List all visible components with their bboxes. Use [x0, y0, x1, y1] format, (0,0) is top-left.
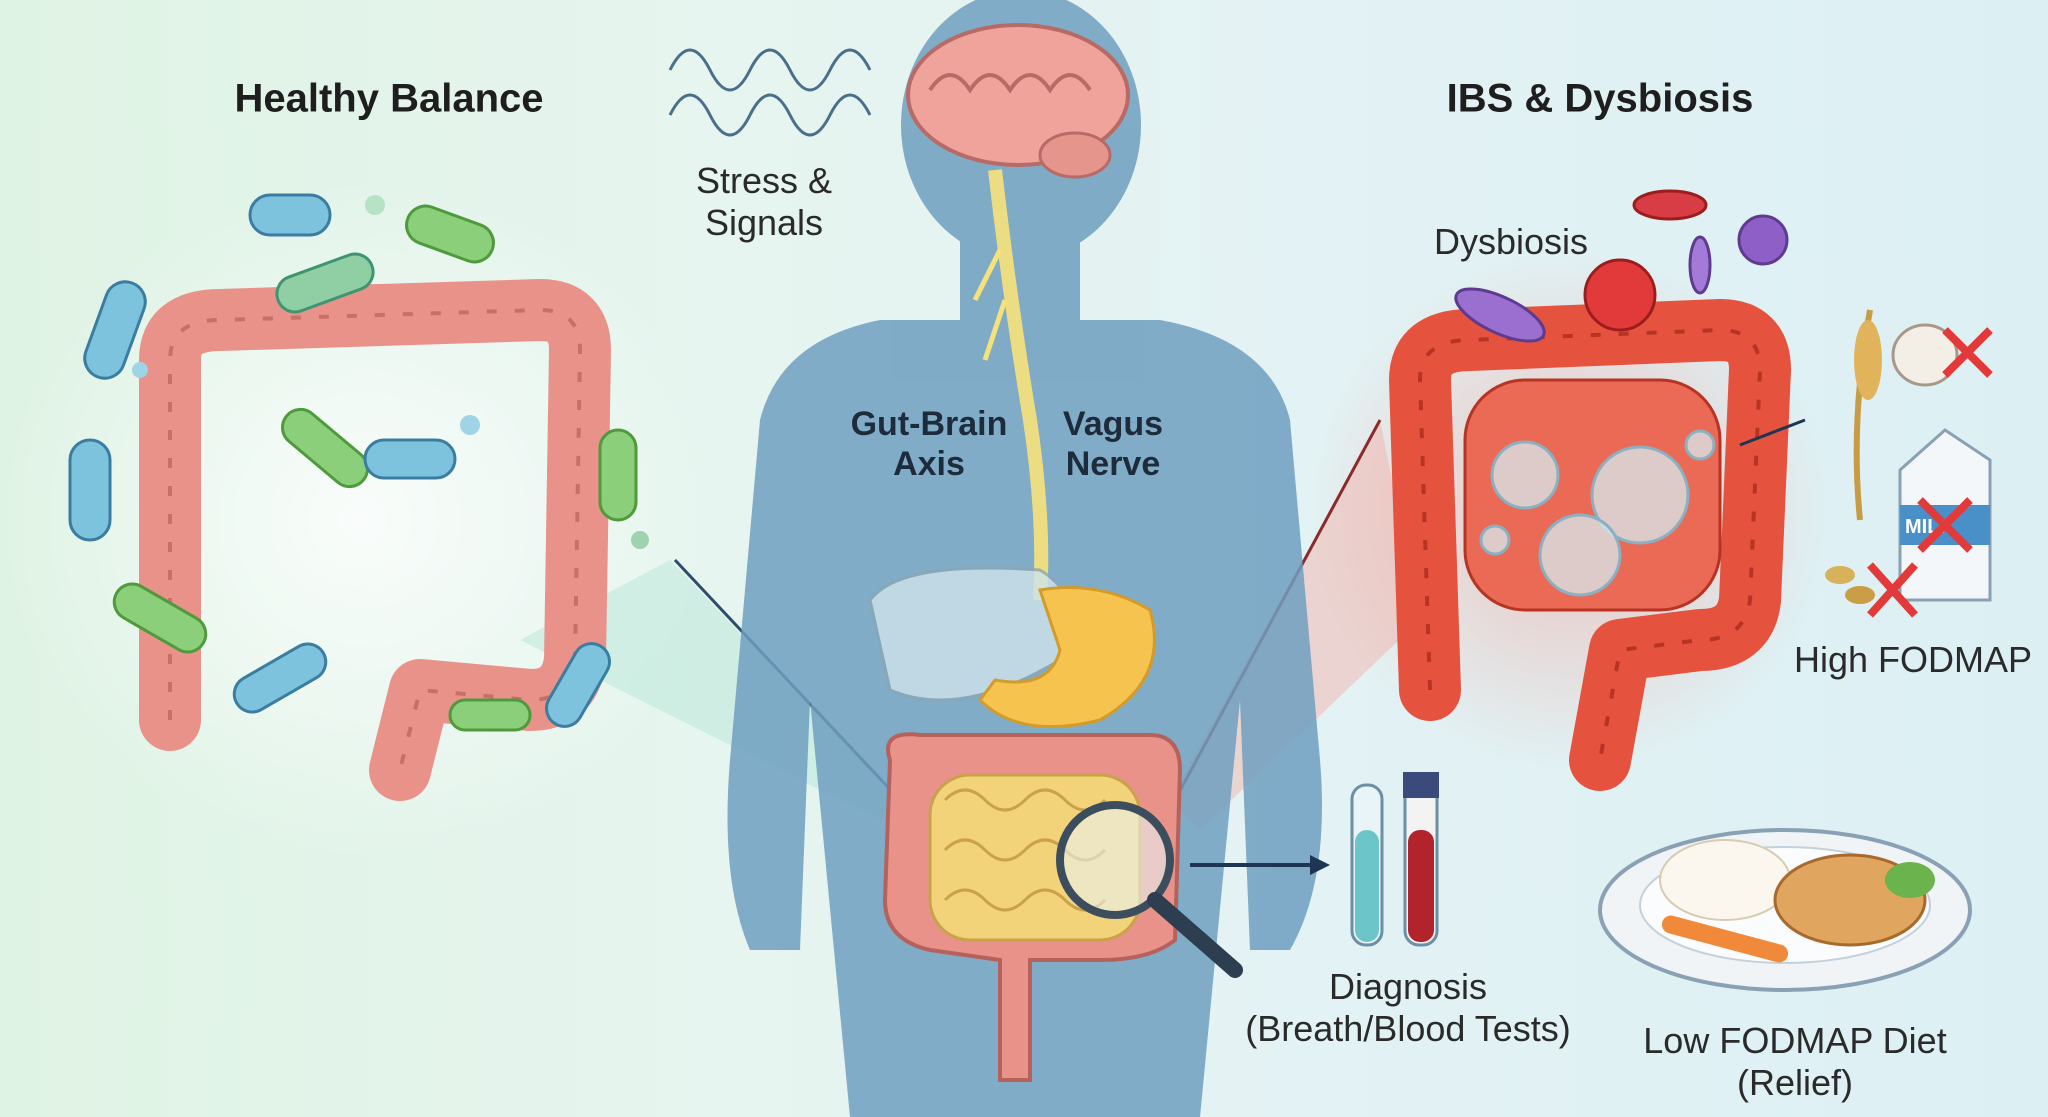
healthy-balance-title: Healthy Balance [234, 76, 544, 121]
high-fodmap-label: High FODMAP [1793, 639, 2033, 680]
vagus-line2: Nerve [1065, 445, 1161, 483]
arrow-head [1310, 855, 1330, 875]
vagus-nerve-label: Vagus Nerve [1063, 404, 1163, 484]
brain-icon [906, 23, 1130, 179]
test-tubes-icon [1350, 772, 1439, 947]
beans-icon [1825, 562, 1918, 618]
healthy-bacteria [68, 193, 649, 732]
diagnosis-label: Diagnosis (Breath/Blood Tests) [1245, 966, 1571, 1050]
stress-label-line1: Stress & [695, 160, 833, 201]
gut-brain-line2: Axis [893, 445, 965, 483]
low-fodmap-plate [1598, 828, 1972, 992]
vagus-line1: Vagus [1062, 405, 1164, 443]
harmful-microbes [1454, 189, 1789, 343]
low-fodmap-diet-label: Low FODMAP Diet (Relief) [1643, 1020, 1946, 1104]
diet-line2: (Relief) [1736, 1062, 1854, 1103]
gut-brain-line1: Gut-Brain [850, 405, 1008, 443]
dysbiosis-label: Dysbiosis [1433, 221, 1589, 262]
stress-signals-label: Stress & Signals [696, 160, 832, 244]
high-fodmap-foods: MILK [1825, 309, 1993, 618]
gut-brain-axis-label: Gut-Brain Axis [851, 404, 1008, 484]
magnifier-icon [1056, 801, 1243, 978]
stomach [978, 586, 1156, 729]
milk-carton-icon: MILK [1898, 428, 1992, 602]
diagnosis-line2: (Breath/Blood Tests) [1245, 1008, 1571, 1049]
ibs-dysbiosis-title: IBS & Dysbiosis [1446, 76, 1754, 121]
stress-wave-icon [668, 48, 872, 92]
vagus-nerve [988, 169, 1049, 601]
garlic-icon [1891, 323, 1959, 387]
gas-bubbles [1479, 429, 1716, 597]
stress-label-line2: Signals [704, 202, 824, 243]
diet-line1: Low FODMAP Diet [1643, 1020, 1947, 1061]
diagnosis-line1: Diagnosis [1328, 966, 1488, 1007]
